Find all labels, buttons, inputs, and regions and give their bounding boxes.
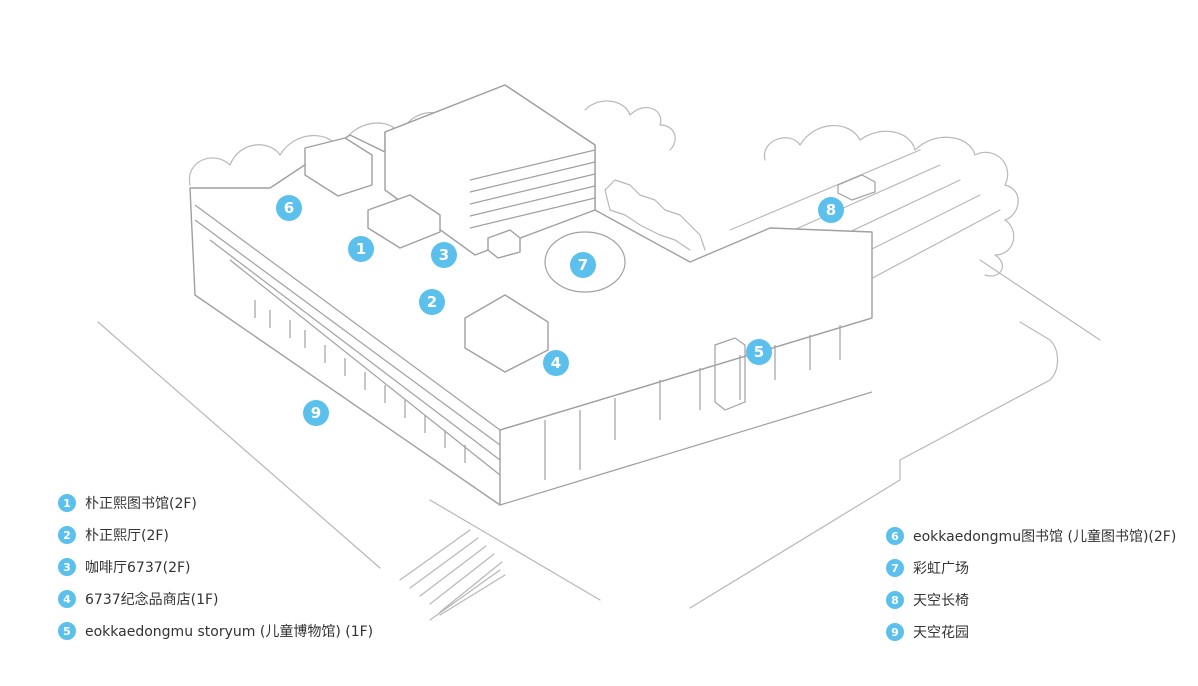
legend-number: 5: [58, 622, 76, 640]
marker-2[interactable]: 2: [419, 289, 445, 315]
bench-lines: [729, 149, 1001, 291]
legend-right: 6 eokkaedongmu图书馆 (儿童图书馆)(2F) 7 彩虹广场 8 天空长椅…: [886, 520, 1176, 648]
legend-label: 天空长椅: [913, 593, 969, 609]
legend-label: 咖啡厅6737(2F): [85, 560, 191, 576]
legend-label: eokkaedongmu storyum (儿童博物馆) (1F): [85, 624, 374, 640]
legend-label: eokkaedongmu图书馆 (儿童图书馆)(2F): [913, 529, 1177, 545]
tower-floors: [469, 149, 596, 229]
legend-label: 彩虹广场: [913, 561, 969, 577]
legend-item-2[interactable]: 2 朴正熙厅(2F): [58, 519, 373, 551]
roof-west-wing: [189, 84, 873, 506]
courtyard-box: [487, 229, 521, 259]
south-facade: [499, 317, 873, 506]
marker-1[interactable]: 1: [348, 236, 374, 262]
legend-item-1[interactable]: 1 朴正熙图书馆(2F): [58, 487, 373, 519]
roof-box-2: [464, 294, 549, 373]
legend-number: 9: [886, 623, 904, 641]
roof-box-3: [367, 194, 441, 249]
cloud-outline-right: [763, 125, 1019, 277]
cloud-outline-mid: [584, 100, 676, 151]
legend-number: 3: [58, 558, 76, 576]
legend-item-9[interactable]: 9 天空花园: [886, 616, 1176, 648]
marker-7[interactable]: 7: [570, 252, 596, 278]
legend-left: 1 朴正熙图书馆(2F) 2 朴正熙厅(2F) 3 咖啡厅6737(2F) 4 6737…: [58, 487, 373, 647]
legend-item-8[interactable]: 8 天空长椅: [886, 584, 1176, 616]
marker-4[interactable]: 4: [543, 350, 569, 376]
legend-label: 天空花园: [913, 625, 969, 641]
kiosk: [714, 337, 746, 411]
legend-item-3[interactable]: 3 咖啡厅6737(2F): [58, 551, 373, 583]
legend-number: 4: [58, 590, 76, 608]
marker-9[interactable]: 9: [303, 400, 329, 426]
legend-label: 6737纪念品商店(1F): [85, 592, 219, 608]
west-facade-lines: [194, 204, 501, 476]
roof-box-1: [304, 137, 373, 197]
legend-label: 朴正熙厅(2F): [85, 528, 169, 544]
ground-line-left: [97, 321, 381, 569]
sky-bench: [837, 174, 876, 201]
marker-3[interactable]: 3: [431, 242, 457, 268]
plaza-edge: [429, 499, 601, 601]
stairs-left: [399, 529, 506, 621]
marker-5[interactable]: 5: [746, 339, 772, 365]
road-edge: [689, 321, 1059, 609]
legend-item-4[interactable]: 4 6737纪念品商店(1F): [58, 583, 373, 615]
legend-label: 朴正熙图书馆(2F): [85, 496, 197, 512]
marker-6[interactable]: 6: [276, 195, 302, 221]
legend-item-7[interactable]: 7 彩虹广场: [886, 552, 1176, 584]
legend-number: 2: [58, 526, 76, 544]
west-windows: [254, 300, 466, 463]
marker-8[interactable]: 8: [818, 197, 844, 223]
legend-number: 1: [58, 494, 76, 512]
legend-item-6[interactable]: 6 eokkaedongmu图书馆 (儿童图书馆)(2F): [886, 520, 1176, 552]
rainbow-plaza-ellipse: [544, 231, 626, 293]
tree-row: [604, 179, 706, 251]
legend-number: 6: [886, 527, 904, 545]
ground-line-right: [979, 259, 1101, 341]
legend-number: 8: [886, 591, 904, 609]
legend-item-5[interactable]: 5 eokkaedongmu storyum (儿童博物馆) (1F): [58, 615, 373, 647]
legend-number: 7: [886, 559, 904, 577]
